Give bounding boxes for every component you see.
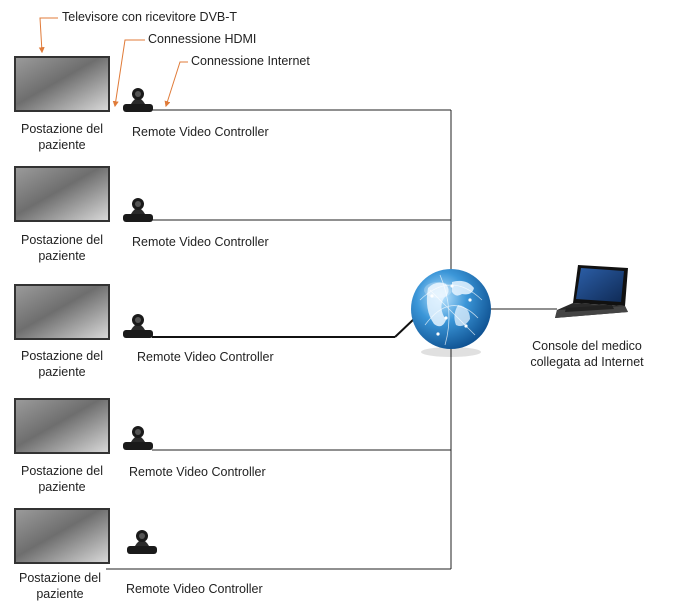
patient-station-label: Postazione del paziente	[12, 121, 112, 153]
controller-label: Remote Video Controller	[132, 235, 269, 249]
callout-internet-line	[164, 61, 188, 108]
link-station-3-to-globe	[394, 317, 416, 338]
doctor-console-line2: collegata ad Internet	[530, 355, 644, 369]
tv-icon	[14, 166, 110, 222]
callout-internet-label: Connessione Internet	[191, 54, 310, 68]
patient-station-line2: paziente	[38, 249, 86, 263]
patient-station-line1: Postazione del	[18, 571, 101, 585]
tv-icon	[14, 508, 110, 564]
patient-station-label: Postazione del paziente	[8, 570, 112, 602]
tv-icon	[14, 284, 110, 340]
globe-icon	[411, 269, 491, 357]
patient-station-line2: paziente	[38, 480, 86, 494]
patient-station-label: Postazione del paziente	[12, 232, 112, 264]
patient-station-line2: paziente	[38, 138, 86, 152]
camera-icon	[123, 88, 153, 112]
controller-label: Remote Video Controller	[137, 350, 274, 364]
camera-icon	[127, 530, 157, 554]
callout-hdmi-label: Connessione HDMI	[148, 32, 257, 46]
patient-station-line2: paziente	[38, 365, 86, 379]
patient-station-line1: Postazione del	[20, 464, 103, 478]
laptop-icon	[555, 265, 628, 318]
camera-icon	[123, 198, 153, 222]
tv-icon	[14, 398, 110, 454]
patient-station-line2: paziente	[36, 587, 84, 601]
doctor-console-label: Console del medico collegata ad Internet	[512, 338, 662, 370]
camera-icon	[123, 426, 153, 450]
callout-tv-line	[38, 17, 58, 54]
callout-tv-label: Televisore con ricevitore DVB-T	[62, 10, 238, 24]
controller-label: Remote Video Controller	[129, 465, 266, 479]
patient-station-label: Postazione del paziente	[12, 463, 112, 495]
controller-label: Remote Video Controller	[132, 125, 269, 139]
patient-station-line1: Postazione del	[20, 122, 103, 136]
patient-station-line1: Postazione del	[20, 233, 103, 247]
tv-icon	[14, 56, 110, 112]
camera-icon	[123, 314, 153, 338]
patient-station-label: Postazione del paziente	[12, 348, 112, 380]
patient-station-line1: Postazione del	[20, 349, 103, 363]
controller-label: Remote Video Controller	[126, 582, 263, 596]
callout-hdmi-line	[112, 39, 145, 108]
doctor-console-line1: Console del medico	[532, 339, 642, 353]
